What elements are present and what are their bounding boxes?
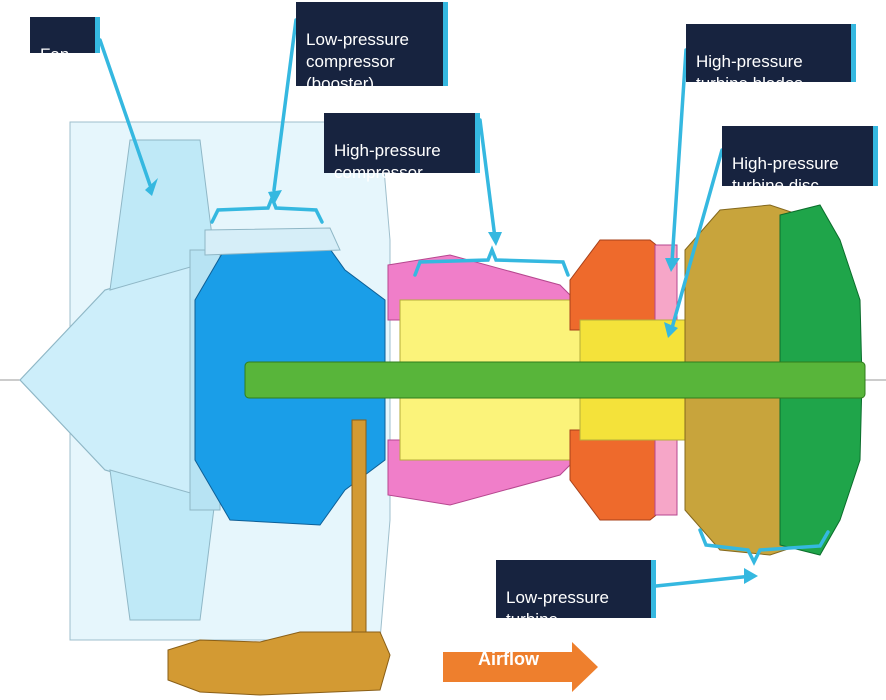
booster-front-vanes (204, 227, 341, 256)
hpc-leader (478, 118, 497, 240)
hpt-blades-arrowhead (665, 258, 680, 272)
hpt-disc-label-accent (873, 126, 878, 186)
hpc-label-text: High-pressure compressor (334, 141, 441, 182)
hpc-arrowhead (488, 232, 502, 246)
fan-arrowhead (145, 178, 158, 196)
fan-label-text: Fan (40, 45, 70, 64)
lpt-arrowhead (744, 568, 758, 584)
airflow-arrow (443, 642, 598, 692)
airflow-label: Airflow (478, 649, 539, 669)
accessory-gearbox (167, 631, 391, 696)
main-shaft (244, 361, 866, 399)
lpc-label-text: Low-pressure compressor (booster) (306, 30, 409, 93)
leader-arrowheads (145, 178, 758, 584)
fan-label-accent (95, 17, 100, 53)
fan-spinner (19, 264, 201, 496)
lpt-bracket (698, 528, 830, 566)
hpt-blades-leader (670, 48, 688, 264)
lpt-label-accent (651, 560, 656, 618)
hpc-label-accent (475, 113, 480, 173)
hpt-disc-label: High-pressure turbine disc (722, 126, 878, 195)
hpt-blades-label-text: High-pressure turbine blades (696, 52, 803, 93)
hpt-blades-label: High-pressure turbine blades (686, 24, 856, 93)
hpt-blades-label-accent (851, 24, 856, 82)
lpc-label: Low-pressure compressor (booster) (296, 2, 448, 93)
hpt-disc-leader (670, 148, 724, 330)
lpt-leader (654, 574, 754, 588)
fan-leader (98, 38, 152, 187)
hpc-bracket (413, 245, 570, 277)
hpt-disc-arrowhead (664, 322, 678, 338)
radial-drive-shaft (351, 419, 367, 636)
lpt-label-text: Low-pressure turbine (506, 588, 609, 629)
fan-label: Fan (30, 17, 100, 64)
lpc-label-accent (443, 2, 448, 86)
hpc-label: High-pressure compressor (324, 113, 480, 182)
lpc-leader (272, 18, 298, 192)
fan-blade-lower (109, 469, 216, 621)
lpt-label: Low-pressure turbine (496, 560, 656, 629)
fan-blade-upper (109, 139, 216, 291)
lpc-arrowhead (268, 190, 282, 205)
hpt-disc-label-text: High-pressure turbine disc (732, 154, 839, 195)
